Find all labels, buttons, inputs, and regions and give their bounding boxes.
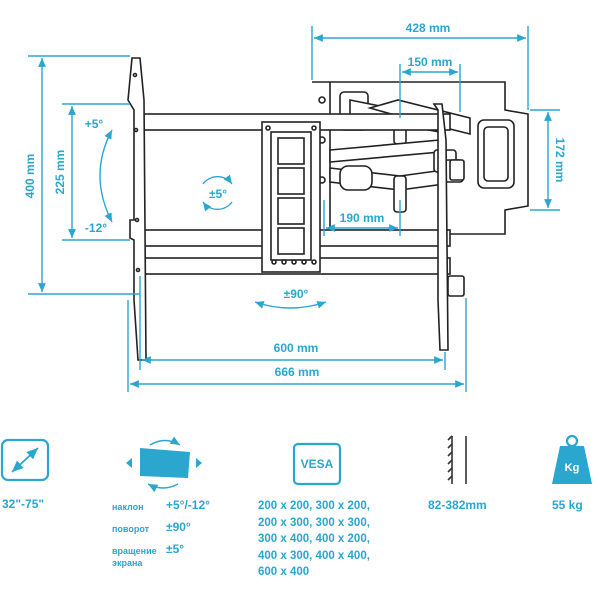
- vesa-pattern-line: 200 x 200, 300 x 200,: [258, 500, 370, 512]
- dim-height-right: 172 mm: [553, 138, 567, 183]
- dim-width-outer: 666 mm: [275, 365, 320, 379]
- screen-size-value: 32"-75": [2, 497, 45, 511]
- wall-distance-value: 82-382mm: [428, 498, 487, 512]
- dimension-lines: [28, 26, 560, 392]
- swivel-value: ±90°: [166, 520, 191, 534]
- dim-height-outer: 400 mm: [23, 154, 37, 199]
- vesa-icon: VESA: [292, 442, 342, 486]
- swivel-label: поворот: [112, 524, 150, 534]
- dim-width-top: 428 mm: [406, 21, 451, 35]
- vesa-pattern-list: 200 x 200, 300 x 200, 200 x 300, 300 x 3…: [258, 498, 370, 581]
- vesa-pattern-line: 400 x 300, 400 x 400,: [258, 549, 370, 562]
- wall-distance-icon: [447, 435, 467, 484]
- dim-arm-length: 190 mm: [340, 211, 385, 225]
- tv-bracket: [127, 57, 465, 361]
- rotation-label-1: вращение: [112, 546, 157, 556]
- dim-rotation: ±5°: [209, 187, 227, 201]
- dim-tilt-down: -12°: [85, 221, 107, 235]
- vesa-pattern-line: 600 x 400: [258, 566, 310, 578]
- dim-width-inner: 600 mm: [274, 341, 319, 355]
- vesa-icon-text: VESA: [301, 457, 334, 471]
- tilt-label: наклон: [112, 502, 144, 512]
- dim-arm-offset: 150 mm: [408, 55, 453, 69]
- dim-swivel: ±90°: [284, 287, 309, 301]
- tilt-swivel-icon: [126, 436, 202, 493]
- mount-drawing: [127, 57, 529, 361]
- screen-size-icon: [0, 438, 50, 482]
- tilt-value: +5°/-12°: [166, 498, 210, 512]
- weight-icon: Kg: [552, 434, 592, 484]
- dim-height-inner: 225 mm: [53, 150, 67, 195]
- dim-tilt-up: +5°: [85, 117, 104, 131]
- max-load-value: 55 kg: [552, 498, 583, 512]
- vesa-pattern-line: 300 x 400, 400 x 200,: [258, 533, 370, 545]
- rotation-value: ±5°: [166, 542, 185, 556]
- vesa-pattern-line: 200 x 300, 300 x 300,: [258, 516, 370, 529]
- rotation-label-2: экрана: [112, 558, 143, 568]
- weight-icon-text: Kg: [565, 462, 580, 474]
